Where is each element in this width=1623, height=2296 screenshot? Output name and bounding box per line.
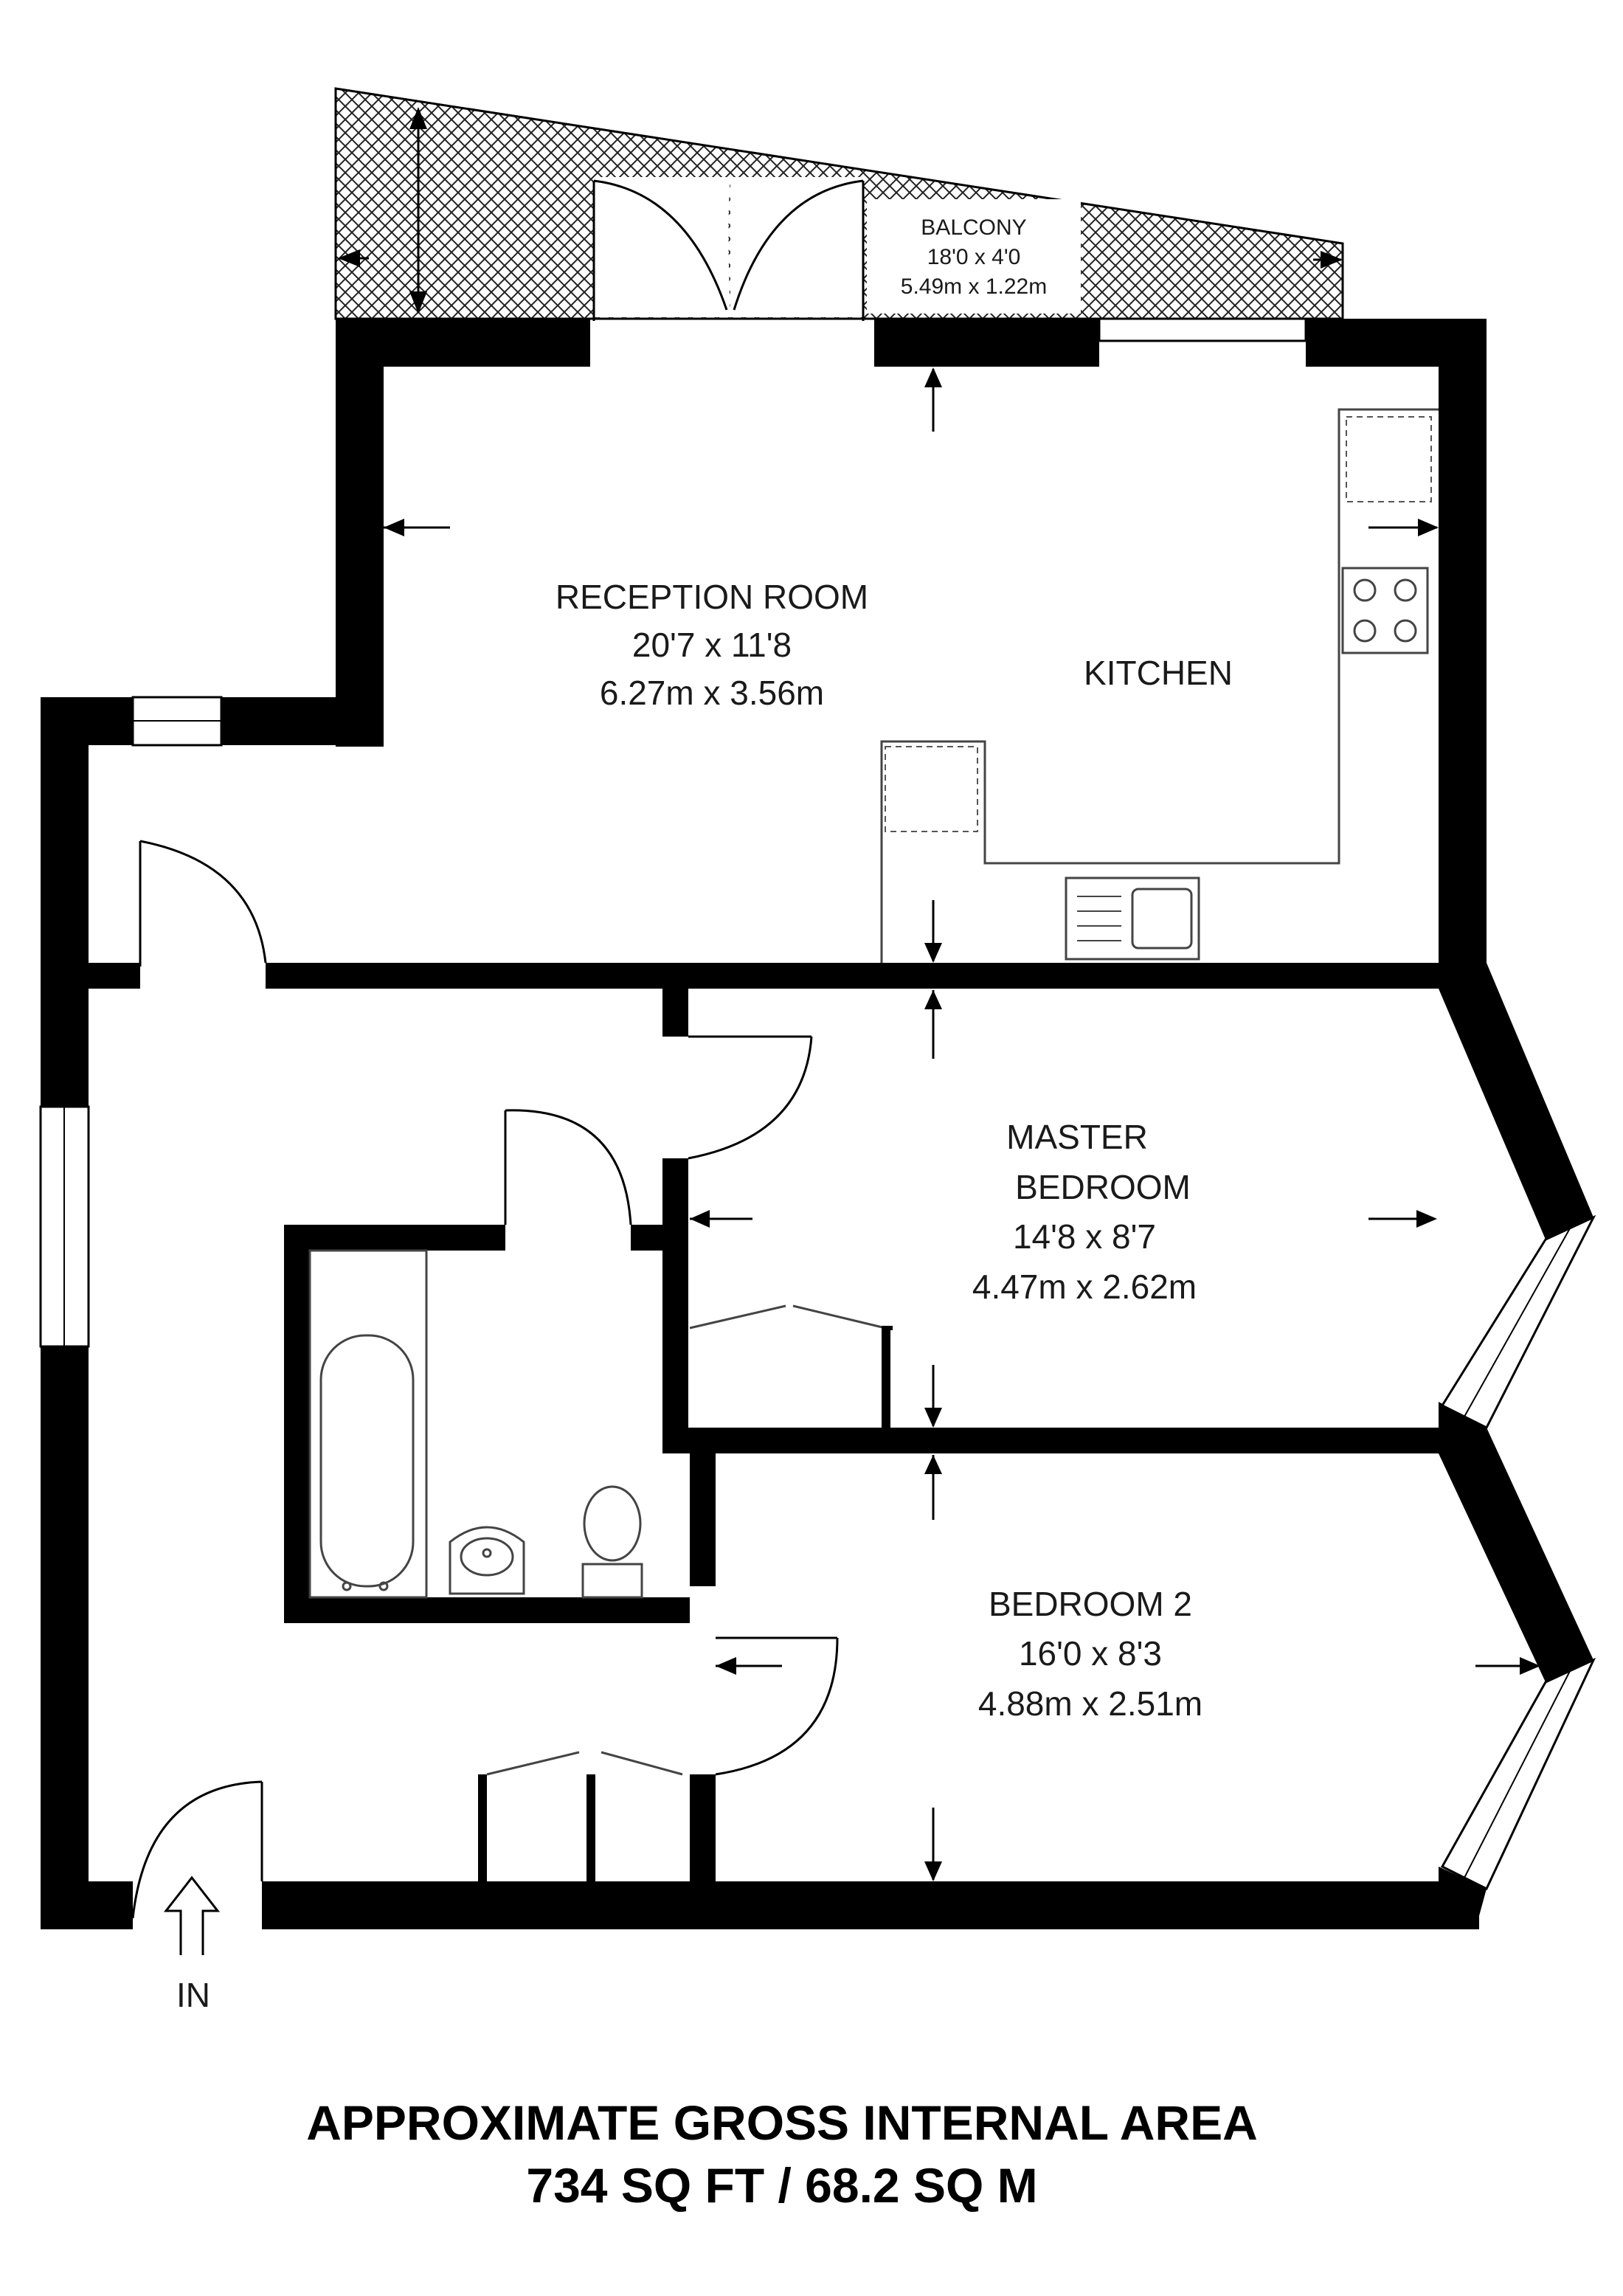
kitchen-name: KITCHEN xyxy=(1084,654,1233,692)
balcony-size-imperial: 18'0 x 4'0 xyxy=(927,245,1021,269)
sink-icon xyxy=(1065,876,1200,961)
balcony-name: BALCONY xyxy=(921,215,1026,240)
master-bedroom-size-metric: 4.47m x 2.62m xyxy=(972,1268,1197,1306)
bay-windows xyxy=(131,696,1596,1891)
reception-name: RECEPTION ROOM xyxy=(556,578,868,616)
master-bedroom-name-line2: BEDROOM xyxy=(1015,1168,1191,1206)
kitchen-fixtures xyxy=(880,408,1439,963)
entrance-label: IN xyxy=(176,1976,210,2014)
area-title: APPROXIMATE GROSS INTERNAL AREA xyxy=(306,2095,1258,2150)
balcony xyxy=(334,87,1344,342)
reception-size-imperial: 20'7 x 11'8 xyxy=(632,626,792,664)
dimension-arrows xyxy=(384,367,1540,1881)
master-bedroom-size-imperial: 14'8 x 8'7 xyxy=(1013,1217,1156,1256)
balcony-dimension-arrows xyxy=(338,107,1343,314)
balcony-doors xyxy=(592,179,865,321)
washbasin-icon xyxy=(449,1526,525,1595)
interior-doors xyxy=(131,840,839,1919)
toilet-icon xyxy=(581,1485,643,1599)
balcony-size-metric: 5.49m x 1.22m xyxy=(901,274,1047,299)
bedroom2-size-metric: 4.88m x 2.51m xyxy=(978,1684,1202,1723)
area-value: 734 SQ FT / 68.2 SQ M xyxy=(526,2158,1037,2213)
bathroom-fixtures xyxy=(308,1249,643,1599)
bedroom2-name: BEDROOM 2 xyxy=(989,1585,1192,1623)
walls xyxy=(39,319,1593,1929)
bathtub-icon xyxy=(308,1249,428,1599)
entrance-arrow-icon xyxy=(163,1875,221,1955)
reception-size-metric: 6.27m x 3.56m xyxy=(600,674,824,712)
hob-icon xyxy=(1341,567,1429,654)
master-bedroom-name-line1: MASTER xyxy=(1006,1118,1148,1156)
wardrobes xyxy=(478,1304,893,1885)
bedroom2-size-imperial: 16'0 x 8'3 xyxy=(1019,1634,1162,1673)
